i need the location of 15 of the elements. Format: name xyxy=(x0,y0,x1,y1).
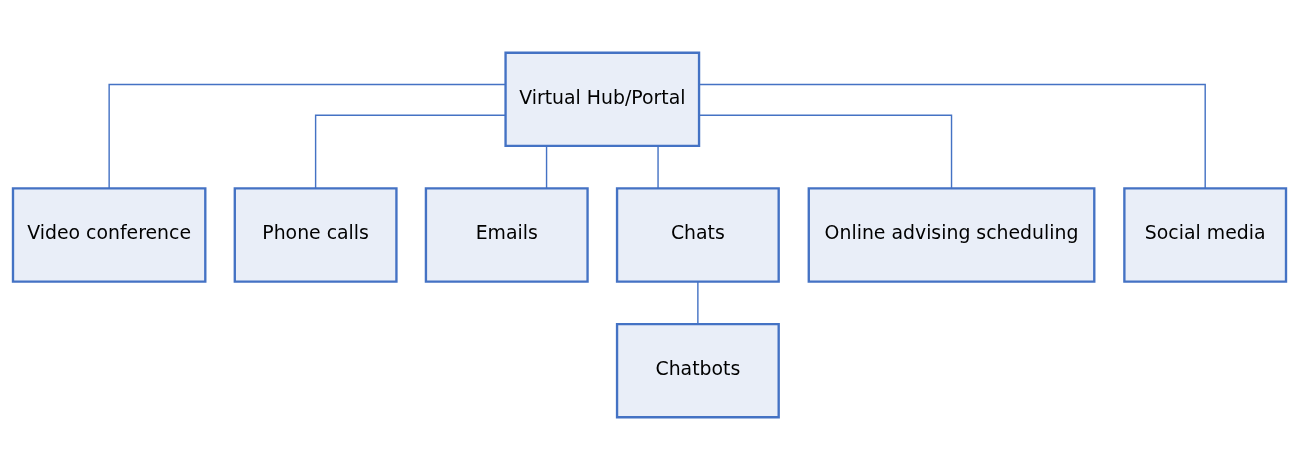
connector xyxy=(314,114,506,189)
connector xyxy=(698,114,953,189)
node-box: Virtual Hub/Portal xyxy=(504,51,701,147)
connector xyxy=(545,144,548,189)
connector xyxy=(657,144,659,189)
node-box: Video conference xyxy=(11,186,207,283)
connector xyxy=(697,280,699,325)
node-box: Chatbots xyxy=(615,322,780,418)
node-box: Phone calls xyxy=(233,186,398,283)
node-box: Online advising scheduling xyxy=(807,186,1096,283)
node-box: Emails xyxy=(424,186,589,283)
node-box: Social media xyxy=(1123,186,1288,283)
node-box: Chats xyxy=(615,186,780,283)
connector xyxy=(698,83,1206,189)
connector xyxy=(108,83,507,189)
